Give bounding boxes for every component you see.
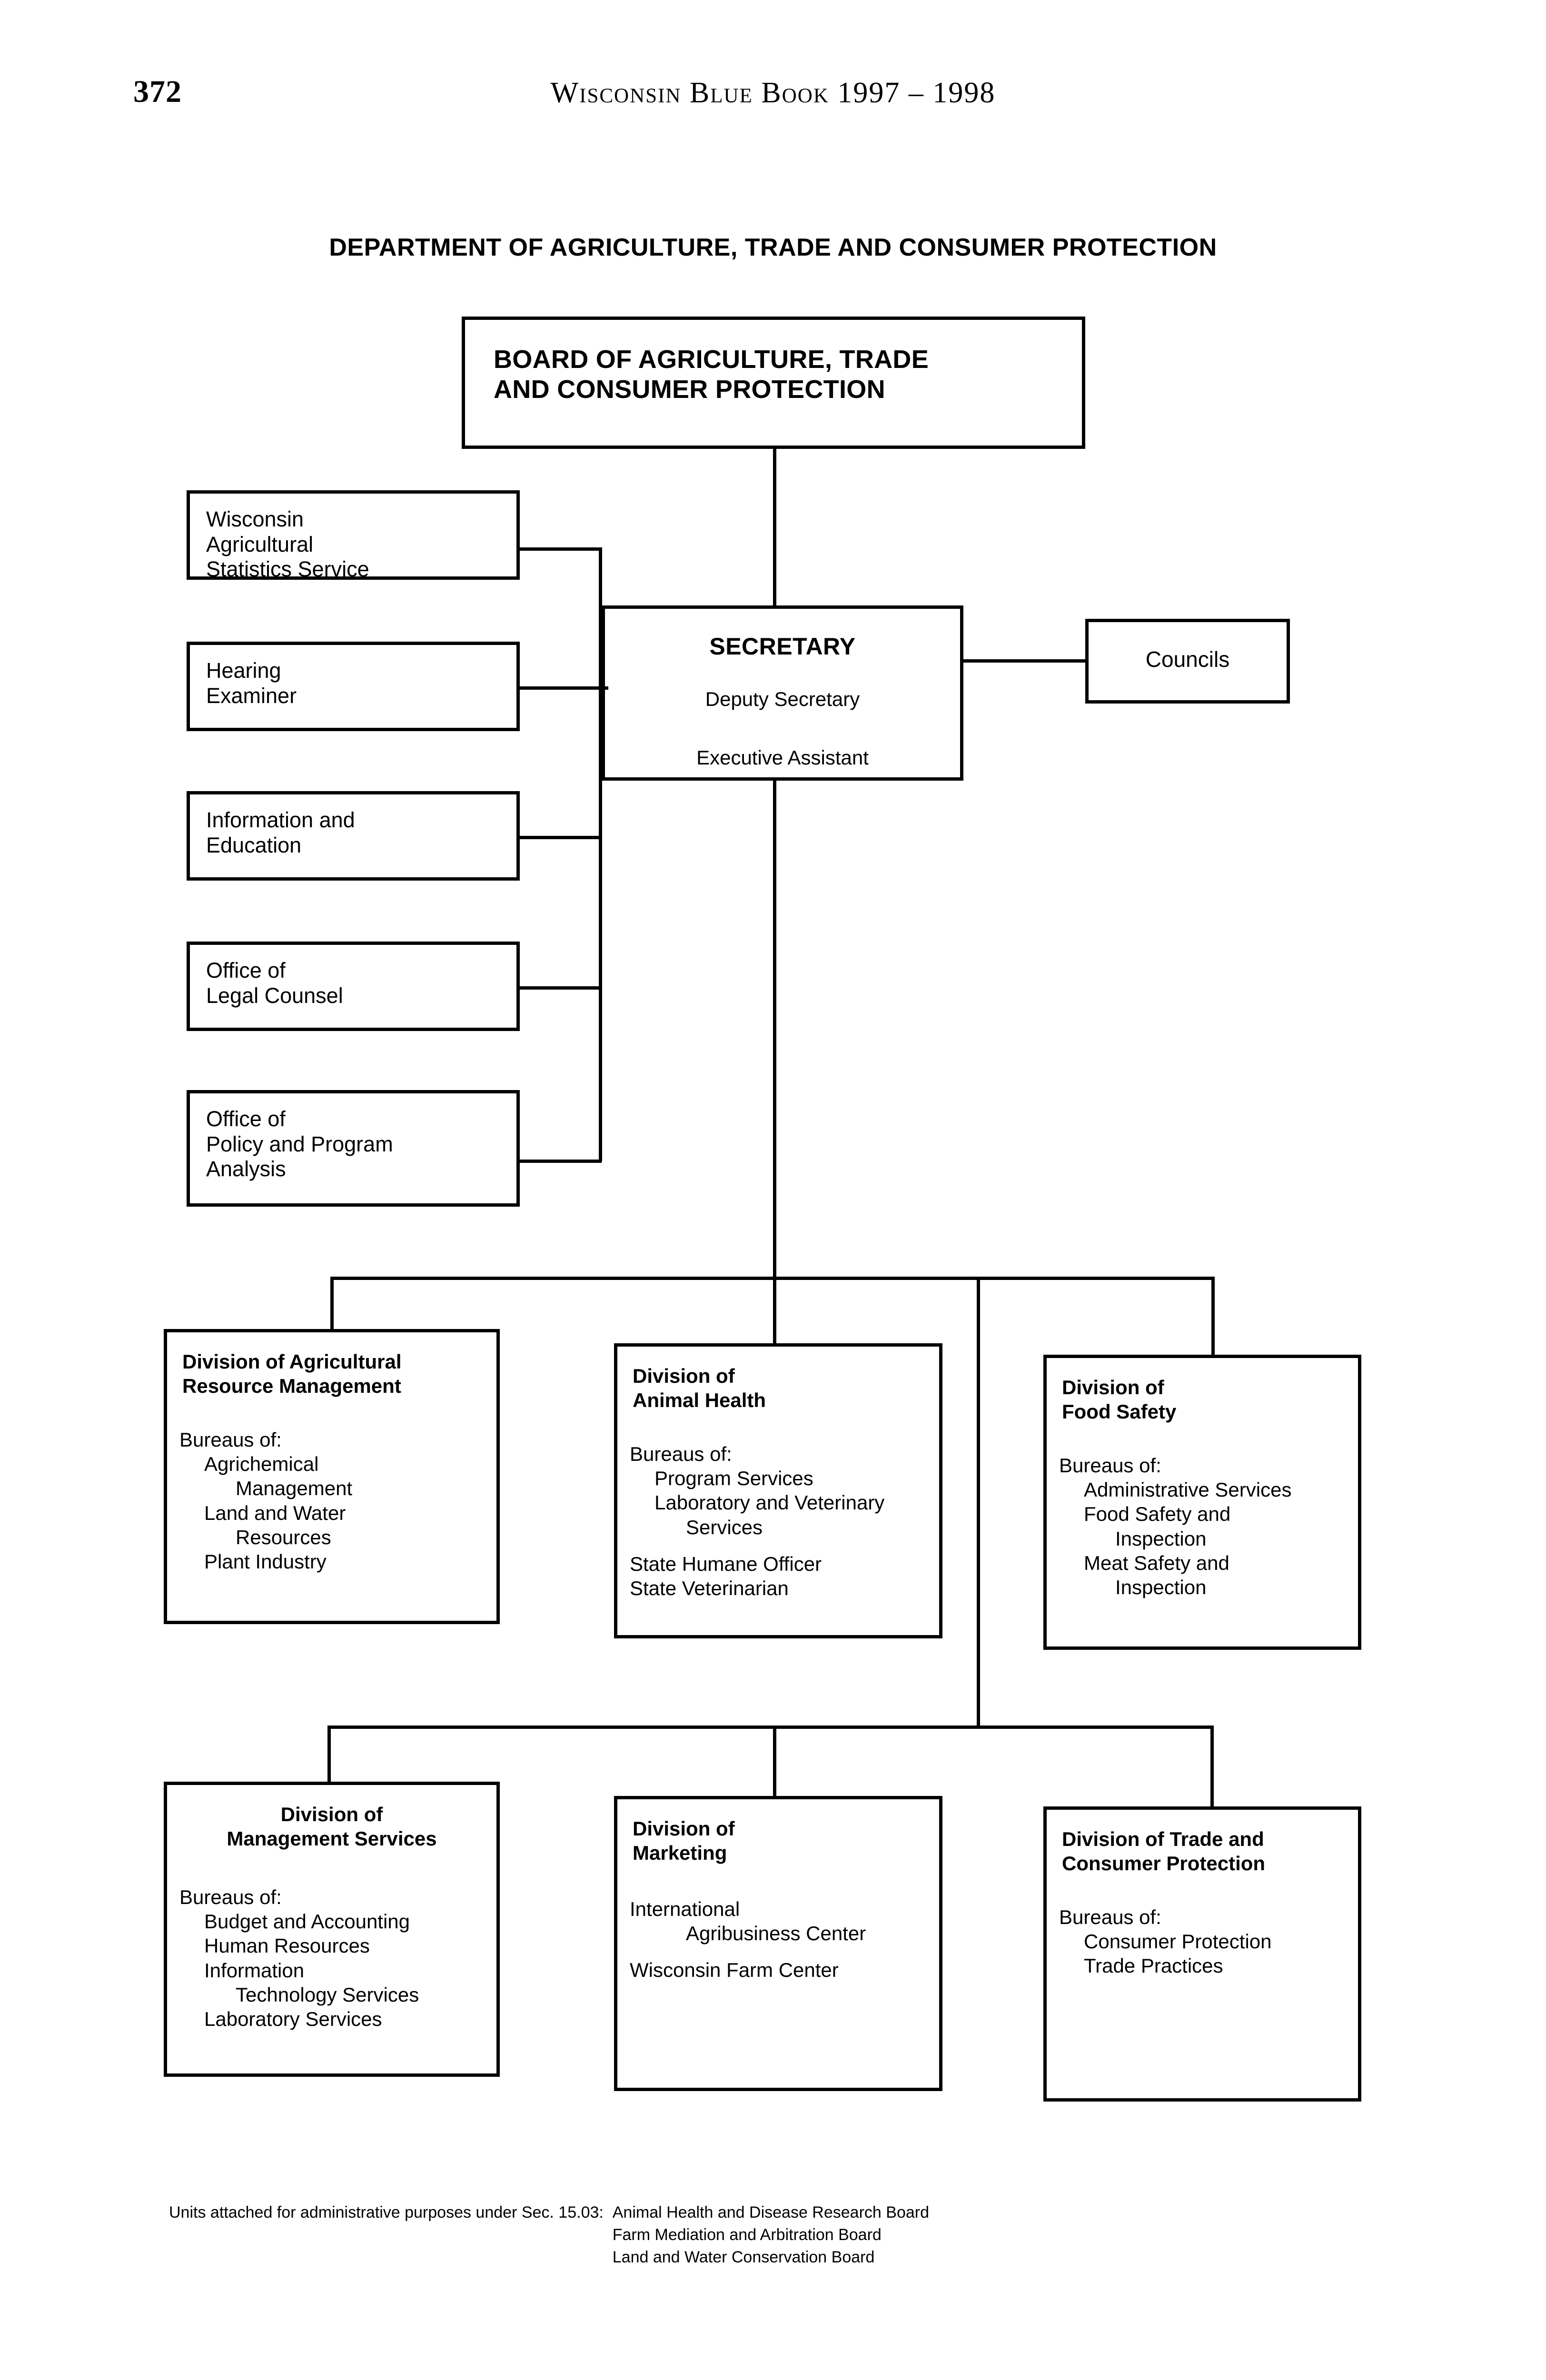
bureau-item: Food Safety and: [1084, 1503, 1231, 1526]
row1-drop-left: [330, 1277, 334, 1329]
bureau-item: Information: [204, 1959, 305, 1982]
row2-drop-middle: [773, 1726, 776, 1796]
row2-drop-left: [327, 1726, 331, 1782]
staff-bus-vertical: [599, 547, 602, 1161]
division-box-animal-health: Division of Animal Health Bureaus of: Pr…: [614, 1343, 942, 1638]
bureau-item: Laboratory and Veterinary: [654, 1491, 885, 1514]
bureau-item: Budget and Accounting: [204, 1910, 410, 1933]
staff-stub-5: [518, 1160, 602, 1163]
staff-stub-2: [518, 686, 602, 690]
division-body: Bureaus of: Agrichemical Management Land…: [179, 1428, 490, 1574]
trunk-row1-to-row2: [977, 1277, 980, 1728]
staff-box-label: Information and Education: [206, 808, 355, 857]
row1-drop-right: [1211, 1277, 1215, 1357]
footnote-item: Farm Mediation and Arbitration Board: [612, 2225, 882, 2244]
secretary-box: SECRETARY Deputy Secretary Executive Ass…: [602, 605, 963, 781]
row2-distribution-bar: [327, 1726, 1214, 1729]
trunk-secretary-to-divisions: [773, 779, 776, 1279]
bureaus-header: Bureaus of:: [1059, 1906, 1161, 1928]
division-body: Bureaus of: Consumer Protection Trade Pr…: [1059, 1905, 1351, 1978]
connector-board-to-secretary: [773, 447, 776, 607]
program-item: Wisconsin Farm Center: [630, 1959, 839, 1982]
division-box-trade-and-consumer-protection: Division of Trade and Consumer Protectio…: [1043, 1806, 1361, 2102]
bureau-item: Plant Industry: [204, 1550, 327, 1573]
board-title: BOARD OF AGRICULTURE, TRADE AND CONSUMER…: [494, 345, 929, 404]
secretary-title: SECRETARY: [709, 633, 856, 660]
staff-box-label: Wisconsin Agricultural Statistics Servic…: [206, 507, 369, 582]
bureau-item-cont: Inspection: [1115, 1527, 1207, 1550]
division-body: Bureaus of: Program Services Laboratory …: [630, 1442, 932, 1600]
division-box-food-safety: Division of Food Safety Bureaus of: Admi…: [1043, 1355, 1361, 1650]
bureaus-header: Bureaus of:: [179, 1428, 282, 1451]
bureau-item: Agrichemical: [204, 1453, 319, 1476]
bureau-item-cont: Services: [686, 1516, 763, 1538]
bureau-item: Meat Safety and: [1084, 1551, 1229, 1574]
row1-drop-middle: [773, 1277, 776, 1343]
councils-box: Councils: [1085, 619, 1290, 704]
bureau-item-cont: Technology Services: [236, 1983, 419, 2006]
footnote: Units attached for administrative purpos…: [169, 2202, 929, 2269]
connector-secretary-to-councils: [962, 659, 1087, 663]
bureaus-header: Bureaus of:: [1059, 1454, 1161, 1477]
running-head: Wisconsin Blue Book 1997 – 1998: [550, 77, 996, 109]
spacer: [630, 1539, 932, 1552]
staff-box-information-and-education: Information and Education: [187, 791, 520, 881]
bureau-item: Consumer Protection: [1084, 1930, 1272, 1953]
bureaus-header: Bureaus of:: [179, 1886, 282, 1908]
page-number: 372: [133, 74, 182, 109]
division-title: Division of Agricultural Resource Manage…: [182, 1350, 402, 1398]
staff-stub-4: [518, 986, 602, 990]
division-title: Division of Trade and Consumer Protectio…: [1062, 1828, 1266, 1875]
division-body: International Agribusiness Center Wiscon…: [630, 1897, 932, 1983]
division-title: Division of Food Safety: [1062, 1376, 1177, 1423]
program-item-cont: Agribusiness Center: [686, 1922, 866, 1945]
division-box-agricultural-resource-management: Division of Agricultural Resource Manage…: [164, 1329, 500, 1624]
chart-title: DEPARTMENT OF AGRICULTURE, TRADE AND CON…: [329, 234, 1217, 261]
division-box-marketing: Division of Marketing International Agri…: [614, 1796, 942, 2091]
footnote-attached-units: Animal Health and Disease Research Board…: [613, 2202, 929, 2269]
division-officer: State Humane Officer: [630, 1552, 822, 1575]
footnote-lead: Units attached for administrative purpos…: [169, 2203, 604, 2221]
footnote-item: Animal Health and Disease Research Board: [612, 2203, 929, 2221]
board-box: BOARD OF AGRICULTURE, TRADE AND CONSUMER…: [462, 317, 1085, 449]
bureau-item-cont: Resources: [236, 1526, 331, 1548]
staff-box-label: Hearing Examiner: [206, 658, 297, 708]
bureau-item: Program Services: [654, 1467, 813, 1490]
bureau-item-cont: Management: [236, 1477, 353, 1500]
division-body: Bureaus of: Administrative Services Food…: [1059, 1453, 1351, 1599]
connector-staff-bus-to-secretary: [599, 686, 608, 690]
division-officer: State Veterinarian: [630, 1577, 789, 1600]
staff-stub-1: [518, 547, 602, 551]
division-title: Division of Management Services: [227, 1803, 437, 1850]
division-title: Division of Animal Health: [633, 1365, 766, 1412]
councils-label: Councils: [1145, 647, 1230, 672]
bureau-item: Administrative Services: [1084, 1478, 1292, 1501]
row2-drop-right: [1210, 1726, 1214, 1806]
staff-box-label: Office of Legal Counsel: [206, 958, 343, 1008]
division-box-management-services: Division of Management Services Bureaus …: [164, 1782, 500, 2077]
division-title: Division of Marketing: [633, 1817, 735, 1864]
bureau-item: Land and Water: [204, 1501, 346, 1524]
division-body: Bureaus of: Budget and Accounting Human …: [179, 1885, 490, 2031]
staff-box-label: Office of Policy and Program Analysis: [206, 1107, 393, 1181]
bureau-item: Trade Practices: [1084, 1954, 1223, 1977]
bureau-item: Human Resources: [204, 1934, 370, 1957]
bureaus-header: Bureaus of:: [630, 1443, 732, 1465]
staff-box-hearing-examiner: Hearing Examiner: [187, 642, 520, 731]
row1-distribution-bar: [330, 1277, 1215, 1280]
staff-box-office-of-policy-and-program-analysis: Office of Policy and Program Analysis: [187, 1090, 520, 1207]
staff-stub-3: [518, 836, 602, 839]
program-item: International: [630, 1898, 740, 1920]
bureau-item: Laboratory Services: [204, 2008, 382, 2031]
staff-box-wisconsin-agricultural-statistics-service: Wisconsin Agricultural Statistics Servic…: [187, 490, 520, 582]
executive-assistant-label: Executive Assistant: [696, 746, 869, 769]
deputy-secretary-label: Deputy Secretary: [705, 688, 860, 710]
spacer: [630, 1945, 932, 1958]
staff-box-office-of-legal-counsel: Office of Legal Counsel: [187, 942, 520, 1031]
bureau-item-cont: Inspection: [1115, 1576, 1207, 1599]
footnote-item: Land and Water Conservation Board: [612, 2248, 875, 2266]
